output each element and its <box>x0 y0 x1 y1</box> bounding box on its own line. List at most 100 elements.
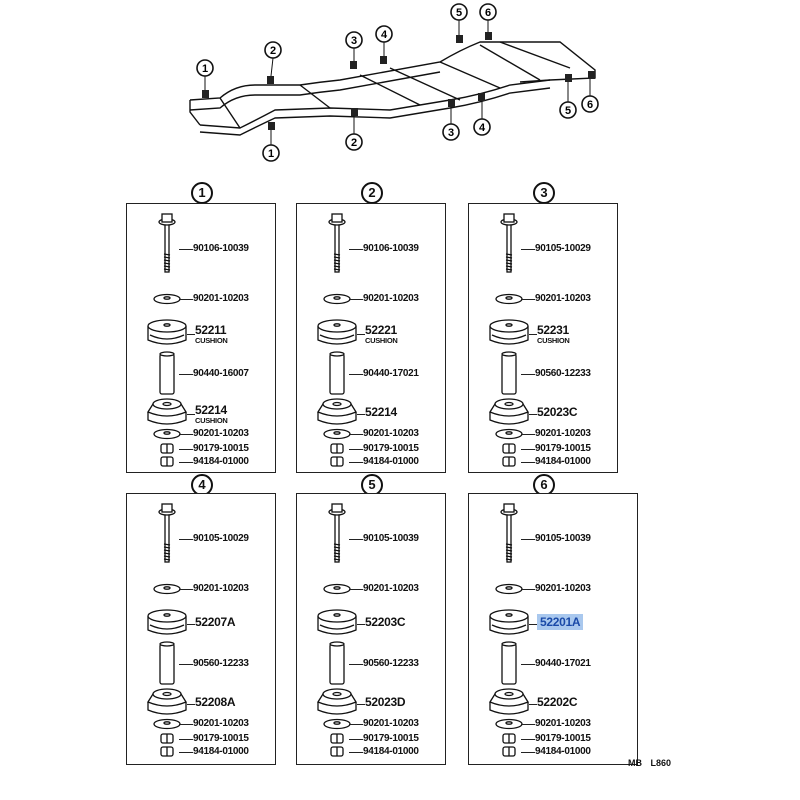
part-number[interactable]: 90201-10203 <box>363 293 419 304</box>
part-number-label[interactable]: 52207A <box>195 615 236 629</box>
part-number-label[interactable]: 90105-10039 <box>363 533 419 544</box>
part-number[interactable]: 90201-10203 <box>363 718 419 729</box>
part-number[interactable]: 52214 <box>365 405 397 419</box>
part-number[interactable]: 94184-01000 <box>193 746 249 757</box>
part-number-label[interactable]: 52202C <box>537 695 578 709</box>
part-number[interactable]: 52221 <box>365 323 397 337</box>
part-number[interactable]: 90105-10029 <box>193 533 249 544</box>
part-number[interactable]: 90179-10015 <box>363 443 419 454</box>
part-number[interactable]: 94184-01000 <box>193 456 249 467</box>
part-number[interactable]: 90201-10203 <box>363 583 419 594</box>
part-number-label[interactable]: 90201-10203 <box>535 718 591 729</box>
part-number[interactable]: 94184-01000 <box>363 746 419 757</box>
part-number-label[interactable]: 52208A <box>195 695 236 709</box>
part-number[interactable]: 94184-01000 <box>535 456 591 467</box>
part-number[interactable]: 90201-10203 <box>535 428 591 439</box>
part-number[interactable]: 90201-10203 <box>535 293 591 304</box>
part-number[interactable]: 52023D <box>365 695 406 709</box>
part-number[interactable]: 52211 <box>195 323 227 337</box>
part-number[interactable]: 90560-12233 <box>193 658 249 669</box>
part-number-label[interactable]: 90179-10015 <box>535 733 591 744</box>
part-number-label[interactable]: 90179-10015 <box>363 733 419 744</box>
part-number[interactable]: 90201-10203 <box>193 428 249 439</box>
part-number[interactable]: 90105-10029 <box>535 243 591 254</box>
part-number[interactable]: 52214 <box>195 403 227 417</box>
part-number[interactable]: 90560-12233 <box>363 658 419 669</box>
part-number[interactable]: 90560-12233 <box>535 368 591 379</box>
part-number-label[interactable]: 52214 <box>365 405 397 419</box>
part-number-label[interactable]: 94184-01000 <box>363 456 419 467</box>
part-number[interactable]: 90179-10015 <box>193 443 249 454</box>
part-number[interactable]: 52202C <box>537 695 578 709</box>
part-number[interactable]: 90106-10039 <box>193 243 249 254</box>
leader-line <box>521 374 535 375</box>
part-number-label[interactable]: 52203C <box>365 615 406 629</box>
part-number-label[interactable]: 52023C <box>537 405 578 419</box>
part-number[interactable]: 90201-10203 <box>193 583 249 594</box>
part-number[interactable]: 52201A <box>537 614 584 630</box>
part-number-label[interactable]: 94184-01000 <box>193 456 249 467</box>
part-number[interactable]: 90106-10039 <box>363 243 419 254</box>
part-number-label[interactable]: 94184-01000 <box>535 456 591 467</box>
part-number[interactable]: 90440-16007 <box>193 368 249 379</box>
part-number[interactable]: 52207A <box>195 615 236 629</box>
part-number-label[interactable]: 90201-10203 <box>363 428 419 439</box>
part-number-label[interactable]: 94184-01000 <box>193 746 249 757</box>
part-number[interactable]: 52231 <box>537 323 569 337</box>
part-number-label[interactable]: 90440-17021 <box>363 368 419 379</box>
part-number-label[interactable]: 94184-01000 <box>535 746 591 757</box>
mount-panel-4: 90105-10029 90201-10203 52207A 90560-12233 5… <box>126 493 276 765</box>
part-number-label[interactable]: 90201-10203 <box>535 293 591 304</box>
part-number[interactable]: 52023C <box>537 405 578 419</box>
part-number-label[interactable]: 90179-10015 <box>193 733 249 744</box>
part-number-label[interactable]: 90201-10203 <box>535 583 591 594</box>
part-number-label[interactable]: 90201-10203 <box>363 583 419 594</box>
part-number[interactable]: 90179-10015 <box>363 733 419 744</box>
part-number-label[interactable]: 90201-10203 <box>535 428 591 439</box>
part-number-label[interactable]: 90106-10039 <box>193 243 249 254</box>
part-number-label[interactable]: 94184-01000 <box>363 746 419 757</box>
part-number[interactable]: 90201-10203 <box>193 293 249 304</box>
part-number[interactable]: 90201-10203 <box>535 718 591 729</box>
part-number[interactable]: 90201-10203 <box>535 583 591 594</box>
part-number-label[interactable]: 90560-12233 <box>363 658 419 669</box>
part-number[interactable]: 90440-17021 <box>535 658 591 669</box>
part-number[interactable]: 52208A <box>195 695 236 709</box>
part-number[interactable]: 90201-10203 <box>193 718 249 729</box>
washer-icon <box>323 428 351 440</box>
part-number[interactable]: 94184-01000 <box>363 456 419 467</box>
part-number-label[interactable]: 90179-10015 <box>535 443 591 454</box>
part-number-label[interactable]: 90201-10203 <box>363 293 419 304</box>
part-number-label[interactable]: 90105-10039 <box>535 533 591 544</box>
part-number[interactable]: 90105-10039 <box>363 533 419 544</box>
part-number[interactable]: 90105-10039 <box>535 533 591 544</box>
part-number-label[interactable]: 90440-17021 <box>535 658 591 669</box>
part-number-label[interactable]: 90105-10029 <box>535 243 591 254</box>
part-number-label[interactable]: 90106-10039 <box>363 243 419 254</box>
part-number-label[interactable]: 90179-10015 <box>193 443 249 454</box>
part-number[interactable]: 90179-10015 <box>535 443 591 454</box>
part-number-label[interactable]: 90201-10203 <box>193 428 249 439</box>
part-number-label[interactable]: 90560-12233 <box>535 368 591 379</box>
part-number[interactable]: 90201-10203 <box>363 428 419 439</box>
part-number[interactable]: 90179-10015 <box>193 733 249 744</box>
part-number[interactable]: 94184-01000 <box>535 746 591 757</box>
part-number-label[interactable]: 52023D <box>365 695 406 709</box>
part-number-label[interactable]: 90201-10203 <box>363 718 419 729</box>
part-number-label[interactable]: 90179-10015 <box>363 443 419 454</box>
part-number-label[interactable]: 90105-10029 <box>193 533 249 544</box>
part-number-label[interactable]: 90201-10203 <box>193 718 249 729</box>
part-number-label[interactable]: 52201A <box>537 614 584 630</box>
part-number-label[interactable]: 90440-16007 <box>193 368 249 379</box>
part-number[interactable]: 90440-17021 <box>363 368 419 379</box>
cushion-lower-icon <box>489 398 529 425</box>
part-number[interactable]: 90179-10015 <box>535 733 591 744</box>
part-number[interactable]: 52203C <box>365 615 406 629</box>
part-number-label[interactable]: 90201-10203 <box>193 583 249 594</box>
part-number-label[interactable]: 90201-10203 <box>193 293 249 304</box>
part-number-label[interactable]: 90560-12233 <box>193 658 249 669</box>
